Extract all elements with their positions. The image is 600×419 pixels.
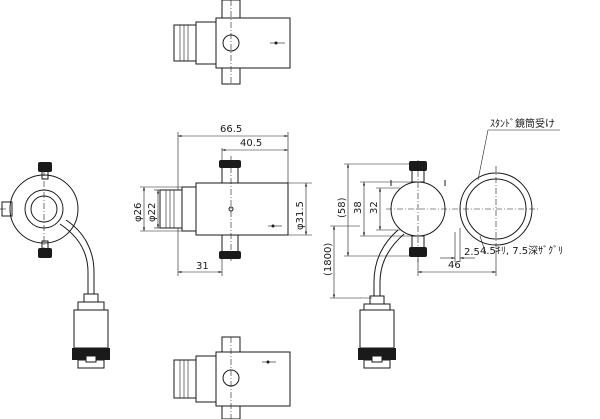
dim-offset-46: 46 (448, 260, 461, 271)
top-view (173, 0, 291, 85)
label-hole-note: 4.5ｷﾘ, 7.5深ｻﾞｸﾞﾘ (480, 245, 563, 257)
dim-overall-length: 66.5 (220, 124, 242, 135)
dim-height-38: 38 (353, 201, 364, 214)
right-side-view: (58) 38 32 (1800) 46 2.5 ｽﾀﾝﾄﾞ鏡筒受け 4.5ｷﾘ (323, 117, 563, 369)
dim-offset-2-5: 2.5 (464, 247, 480, 258)
dim-mount-length: 31 (196, 261, 209, 272)
dim-height-32: 32 (369, 201, 380, 214)
left-side-view (0, 162, 110, 369)
bottom-view (173, 336, 291, 419)
dim-cable-1800: (1800) (323, 243, 334, 276)
front-view: 66.5 40.5 31 φ26 φ22 φ31.5 (133, 124, 312, 276)
dim-dia-body: φ31.5 (295, 201, 306, 230)
dim-dia-inner: φ22 (147, 203, 158, 222)
dim-body-length: 40.5 (240, 138, 262, 149)
dim-height-58: (58) (337, 197, 348, 218)
label-stand-tube-holder: ｽﾀﾝﾄﾞ鏡筒受け (490, 117, 555, 130)
dim-dia-outer: φ26 (133, 203, 144, 222)
